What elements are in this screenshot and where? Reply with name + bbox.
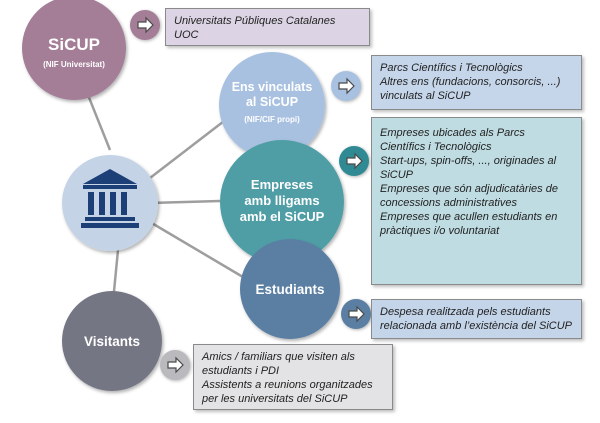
right-arrow-icon <box>346 152 363 170</box>
visitants-arrow-circle <box>160 350 190 380</box>
connector-ens <box>149 117 229 179</box>
visitants-description-line: Amics / familiars que visiten als <box>202 351 355 363</box>
visitants-description-line: estudiants i PDI <box>202 365 280 377</box>
ens-description-line: Altres ens (fundacions, consorcis, ...) <box>380 76 561 88</box>
sicup-node <box>22 0 126 100</box>
empreses-description-line: Empreses que són adjudicatàries de conce… <box>380 183 558 209</box>
ens-description-box: Parcs Científics i Tecnològics Altres en… <box>371 55 582 110</box>
estudiants-description-box: Despesa realitzada pels estudiants relac… <box>371 299 582 339</box>
right-arrow-icon <box>338 77 355 95</box>
right-arrow-icon <box>137 16 154 34</box>
empreses-arrow-circle <box>339 146 369 176</box>
visitants-description-box: Amics / familiars que visiten als estudi… <box>193 344 393 410</box>
connector-empreses <box>149 199 221 205</box>
estudiants-description-line: relacionada amb l’existència del SiCUP <box>380 320 572 332</box>
empreses-node-title-line-3: amb el SiCUP <box>240 209 325 224</box>
visitants-node-title: Visitants <box>84 334 140 349</box>
sicup-arrow-circle <box>130 10 160 40</box>
empreses-description-box: Empreses ubicades als Parcs Científics i… <box>371 117 582 285</box>
empreses-description-line: Start-ups, spin-offs, ..., originades al… <box>380 155 557 181</box>
estudiants-arrow-circle <box>341 299 371 329</box>
ens-node-subtitle: (NIF/CIF propi) <box>244 115 300 124</box>
sicup-description-box: Universitats Públiques Catalanes UOC <box>165 8 370 46</box>
ens-node-title-line-1: Ens vinculats <box>232 80 313 94</box>
empreses-node-title-line-2: amb lligams <box>244 193 319 208</box>
sicup-node-subtitle: (NIF Universitat) <box>43 60 105 69</box>
empreses-description-line: Empreses que acullen estudiants en pràct… <box>380 211 558 237</box>
ens-description-line: Parcs Científics i Tecnològics <box>380 62 523 74</box>
empreses-node <box>220 140 344 264</box>
empreses-description-line: Empreses ubicades als Parcs Científics i… <box>380 127 525 153</box>
empreses-node-title-line-1: Empreses <box>251 177 313 192</box>
ens-node-title-line-2: al SiCUP <box>246 95 298 109</box>
visitants-description-line: Assistents a reunions organitzades <box>202 379 373 391</box>
sicup-node-title: SiCUP <box>48 35 100 54</box>
estudiants-description-line: Despesa realitzada pels estudiants <box>380 306 551 318</box>
connector-estudiants <box>149 220 249 282</box>
ens-description-line: vinculats al SiCUP <box>380 90 471 102</box>
ens-arrow-circle <box>331 71 361 101</box>
right-arrow-icon <box>167 356 184 374</box>
ens-node <box>219 52 325 158</box>
right-arrow-icon <box>348 305 365 323</box>
visitants-node <box>62 291 162 391</box>
institution-building-icon <box>81 169 139 228</box>
estudiants-node <box>240 239 340 339</box>
visitants-description-line: per les universitats del SiCUP <box>202 393 348 405</box>
estudiants-node-title: Estudiants <box>255 282 324 297</box>
sicup-description-line: UOC <box>174 29 199 41</box>
sicup-description-line: Universitats Públiques Catalanes <box>174 15 336 27</box>
